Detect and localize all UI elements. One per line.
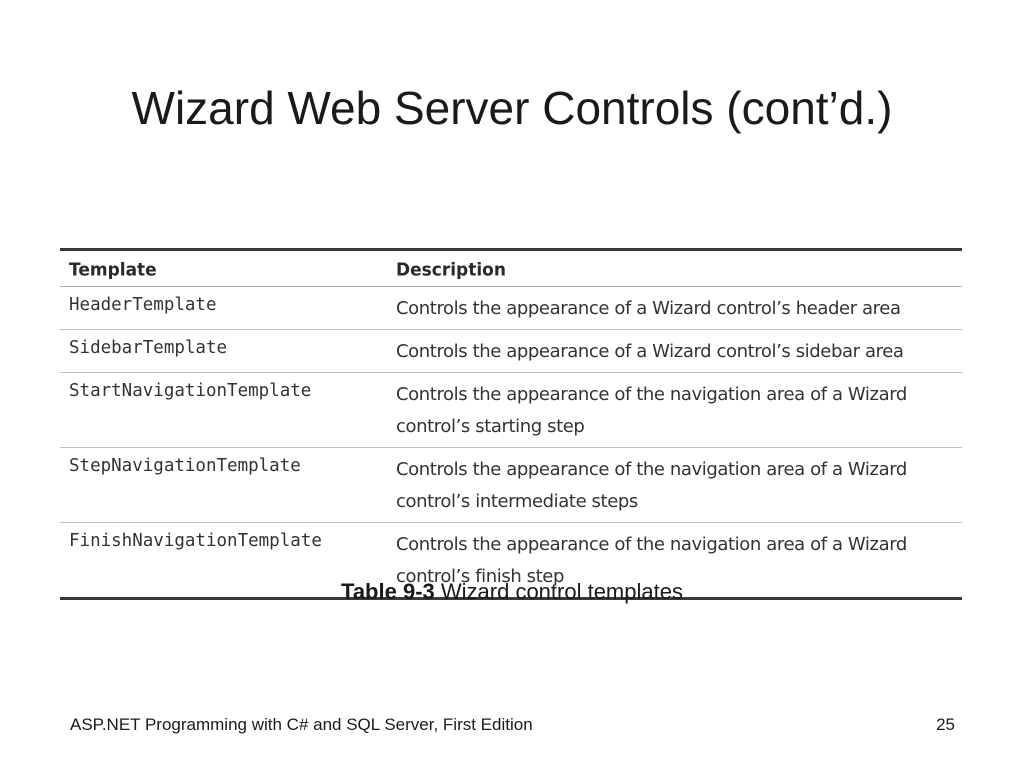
description-cell: Controls the appearance of the navigatio… xyxy=(387,372,962,448)
column-header-description: Description xyxy=(387,248,962,288)
table-row: SidebarTemplate Controls the appearance … xyxy=(60,329,962,373)
table-caption: Table 9-3 Wizard control templates xyxy=(0,579,1024,605)
slide-title: Wizard Web Server Controls (cont’d.) xyxy=(131,82,893,134)
template-name-cell: StartNavigationTemplate xyxy=(60,372,387,448)
table-row: HeaderTemplate Controls the appearance o… xyxy=(60,286,962,330)
table-caption-number: Table 9-3 xyxy=(341,579,435,604)
table-row: StartNavigationTemplate Controls the app… xyxy=(60,372,962,448)
table-header-row: Template Description xyxy=(60,248,962,288)
templates-table-container: Template Description HeaderTemplate Cont… xyxy=(60,248,962,600)
table-caption-text: Wizard control templates xyxy=(434,579,683,604)
template-name-cell: FinishNavigationTemplate xyxy=(60,522,387,599)
footer-book-title: ASP.NET Programming with C# and SQL Serv… xyxy=(70,715,533,734)
description-cell: Controls the appearance of the navigatio… xyxy=(387,522,962,599)
templates-table: Template Description HeaderTemplate Cont… xyxy=(60,248,962,600)
template-name-cell: HeaderTemplate xyxy=(60,286,387,330)
table-row: FinishNavigationTemplate Controls the ap… xyxy=(60,522,962,599)
description-cell: Controls the appearance of a Wizard cont… xyxy=(387,286,962,330)
column-header-template: Template xyxy=(60,248,387,288)
template-name-cell: StepNavigationTemplate xyxy=(60,447,387,523)
template-name-cell: SidebarTemplate xyxy=(60,329,387,373)
description-cell: Controls the appearance of the navigatio… xyxy=(387,447,962,523)
slide-page-number: 25 xyxy=(936,715,955,734)
table-row: StepNavigationTemplate Controls the appe… xyxy=(60,447,962,523)
description-cell: Controls the appearance of a Wizard cont… xyxy=(387,329,962,373)
